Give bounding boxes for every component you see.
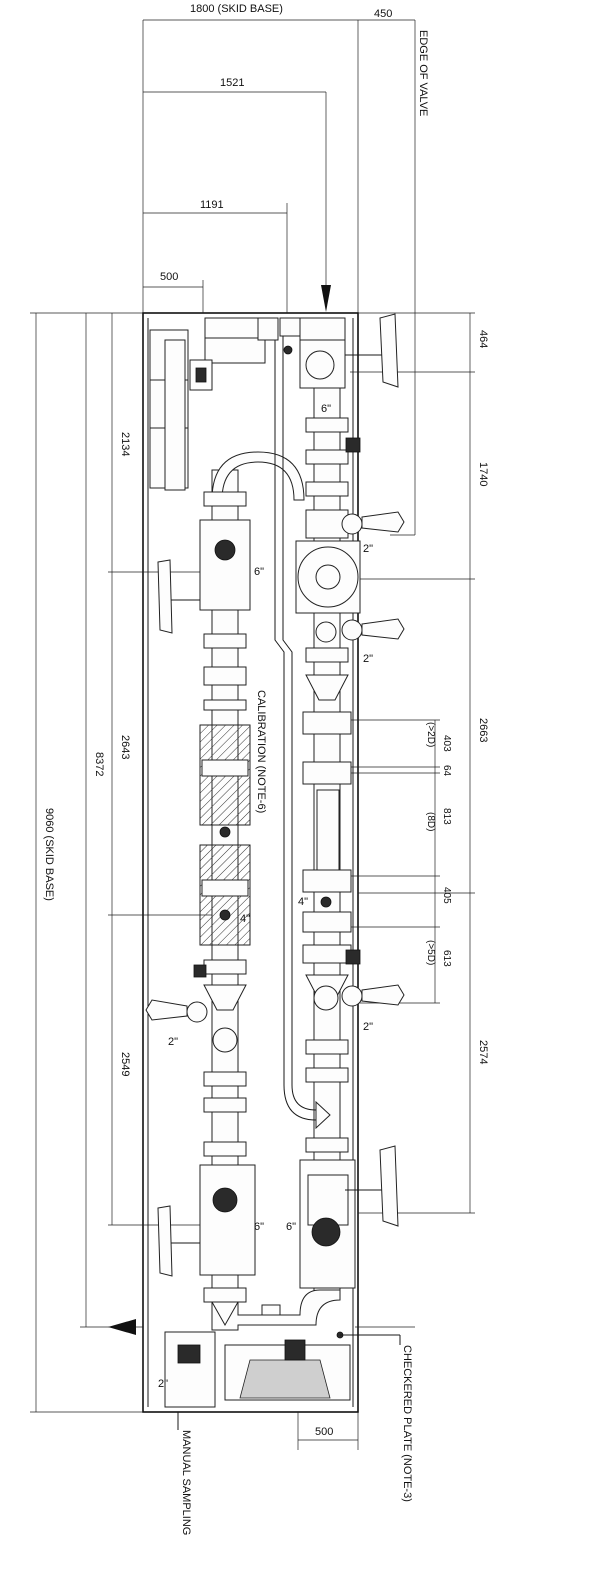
bottom-equipment <box>164 1304 401 1430</box>
dim-464: 464 <box>477 330 489 348</box>
note-5d: (>5D) <box>425 940 436 965</box>
right-dimensions <box>297 312 475 1450</box>
dim-skid-length: 9060 (SKID BASE) <box>43 808 55 901</box>
dim-outlet-pos: 1521 <box>220 77 244 89</box>
label-checkered-plate: CHECKERED PLATE (NOTE-3) <box>401 1345 413 1502</box>
label-manual-sampling: MANUAL SAMPLING <box>180 1430 192 1535</box>
dim-edge-offset: 450 <box>374 8 392 20</box>
dim-bottom-offset: 500 <box>315 1426 333 1438</box>
dim-613: 613 <box>441 950 452 967</box>
size-6-bottom-left: 6" <box>254 1221 264 1233</box>
top-equipment <box>149 317 346 491</box>
skid-base-frame <box>142 312 359 1413</box>
dim-2663: 2663 <box>477 718 489 742</box>
size-2-bottom: 2" <box>158 1378 168 1390</box>
dim-2134: 2134 <box>119 432 131 456</box>
left-stream <box>145 491 256 1327</box>
label-calibration: CALIBRATION (NOTE-6) <box>255 690 267 813</box>
note-2d: (>2D) <box>425 722 436 747</box>
top-dimensions <box>142 19 416 313</box>
dim-2549: 2549 <box>119 1052 131 1076</box>
size-6-top: 6" <box>321 403 331 415</box>
dim-skid-width: 1800 (SKID BASE) <box>190 3 283 15</box>
size-6-left: 6" <box>254 566 264 578</box>
size-4-left: 4" <box>240 913 250 925</box>
size-2-left: 2" <box>168 1036 178 1048</box>
dim-2643: 2643 <box>119 735 131 759</box>
size-4-right: 4" <box>298 896 308 908</box>
size-2-right-2: 2" <box>363 653 373 665</box>
dim-405: 405 <box>441 887 452 904</box>
dim-1740: 1740 <box>477 462 489 486</box>
note-8d: (8D) <box>425 812 436 831</box>
outlet-arrow <box>108 1319 136 1335</box>
dim-inlet-pos: 1191 <box>200 199 224 211</box>
inlet-valve <box>299 313 399 389</box>
size-2-right-3: 2" <box>363 1021 373 1033</box>
label-edge-of-valve: EDGE OF VALVE <box>417 30 429 116</box>
dim-64: 64 <box>441 765 452 777</box>
right-stream <box>295 417 405 1289</box>
size-6-bottom-right: 6" <box>286 1221 296 1233</box>
dim-2574: 2574 <box>477 1040 489 1064</box>
dim-left-offset: 500 <box>160 271 178 283</box>
dim-813: 813 <box>441 808 452 825</box>
size-2-right-1: 2" <box>363 543 373 555</box>
dim-403: 403 <box>441 735 452 752</box>
dim-8372: 8372 <box>93 752 105 776</box>
